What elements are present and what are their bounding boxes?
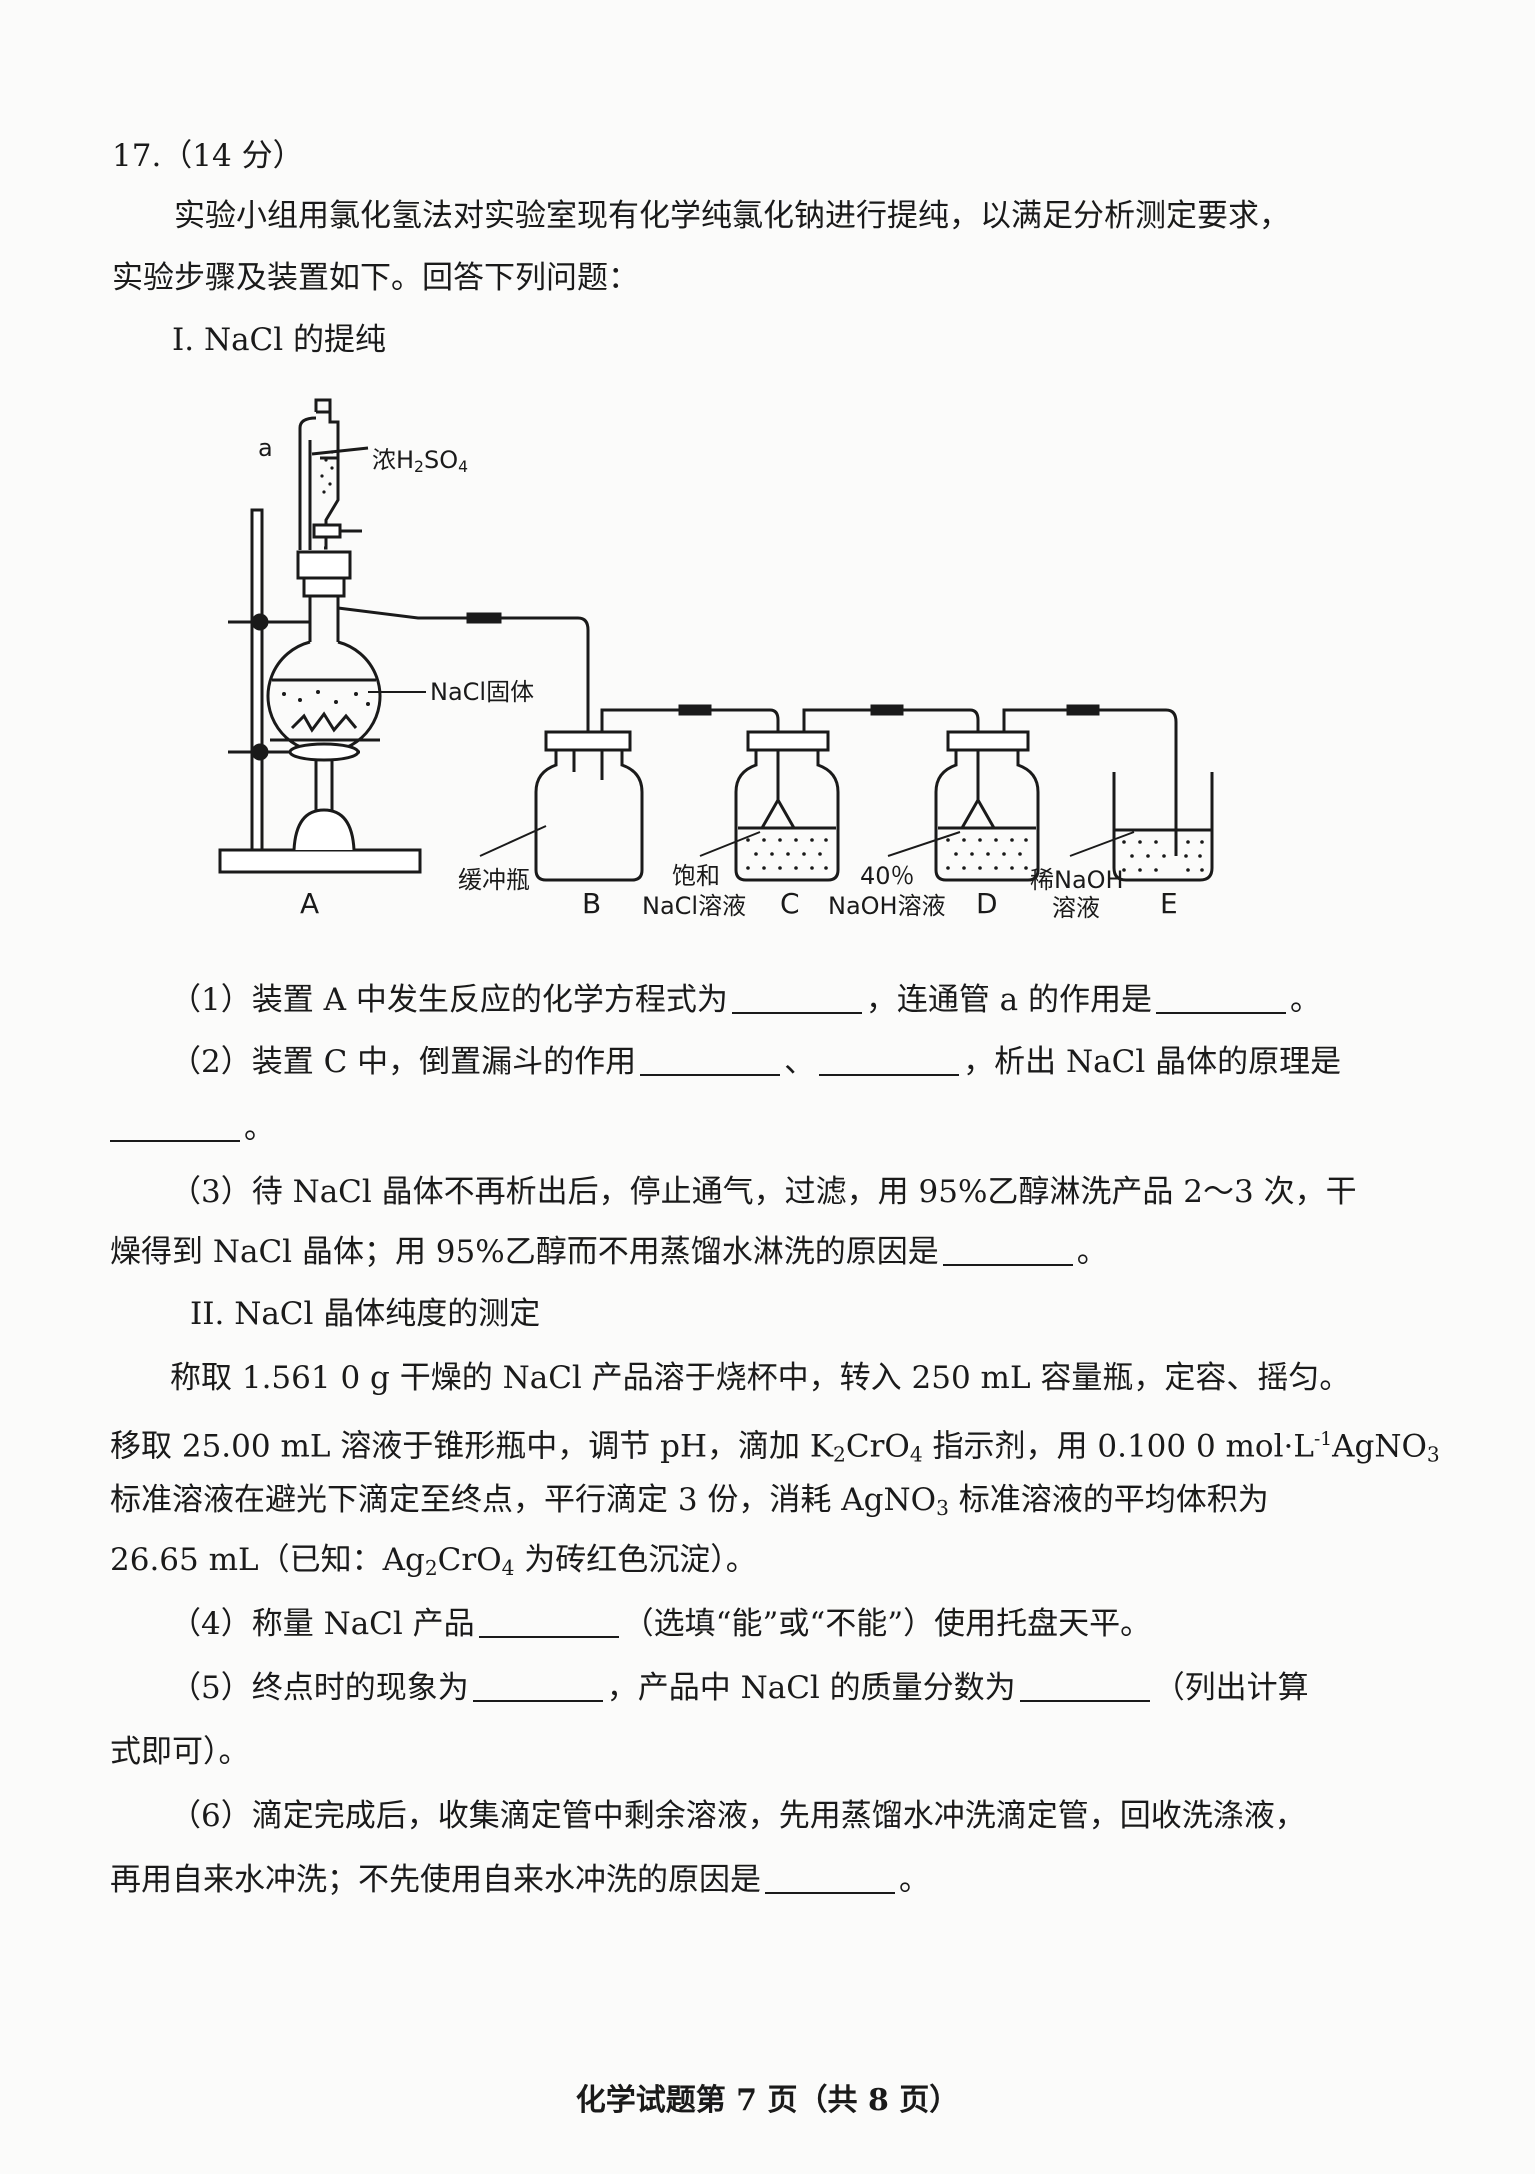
- q3-line2: 燥得到 NaCl 晶体；用 95%乙醇而不用蒸馏水淋洗的原因是。: [110, 1234, 1108, 1270]
- part2-p2: 移取 25.00 mL 溶液于锥形瓶中，调节 pH，滴加 K2CrO4 指示剂，…: [110, 1428, 1440, 1467]
- q4: （4）称量 NaCl 产品（选填“能”或“不能”）使用托盘天平。: [170, 1606, 1152, 1642]
- q1: （1）装置 A 中发生反应的化学方程式为，连通管 a 的作用是。: [170, 982, 1322, 1018]
- part2-title: II. NaCl 晶体纯度的测定: [190, 1296, 541, 1332]
- liquid-c: [746, 838, 828, 870]
- funnel-body: [316, 410, 340, 550]
- letter-a: A: [300, 887, 320, 920]
- question-number: 17.（14 分）: [112, 138, 304, 174]
- answer-blank-6[interactable]: [765, 1862, 895, 1894]
- q3-line1: （3）待 NaCl 晶体不再析出后，停止通气，过滤，用 95%乙醇淋洗产品 2～…: [170, 1174, 1357, 1210]
- label-nacl-solid: NaCl固体: [430, 678, 535, 706]
- letter-d: D: [976, 887, 998, 920]
- label-a: a: [258, 434, 273, 462]
- part2-p1: 称取 1.561 0 g 干燥的 NaCl 产品溶于烧杯中，转入 250 mL …: [170, 1360, 1351, 1396]
- q5-line2: 式即可）。: [110, 1734, 250, 1770]
- q6-line1: （6）滴定完成后，收集滴定管中剩余溶液，先用蒸馏水冲洗滴定管，回收洗涤液，: [170, 1798, 1306, 1834]
- label-saturated-1: 饱和: [672, 862, 720, 890]
- label-saturated-2: NaCl溶液: [642, 892, 747, 920]
- letter-e: E: [1160, 887, 1178, 920]
- answer-blank-2b[interactable]: [819, 1044, 960, 1076]
- liquid-e: [1122, 840, 1204, 872]
- apparatus-diagram: [218, 398, 1214, 882]
- label-dilute-naoh-1: 稀NaOH: [1030, 866, 1124, 894]
- answer-blank-3[interactable]: [942, 1234, 1073, 1266]
- intro-line-2: 实验步骤及装置如下。回答下列问题：: [112, 260, 639, 296]
- q6-line2: 再用自来水冲洗；不先使用自来水冲洗的原因是。: [110, 1862, 930, 1898]
- answer-blank-1a[interactable]: [731, 982, 862, 1014]
- answer-blank-2a[interactable]: [640, 1044, 781, 1076]
- q5: （5）终点时的现象为，产品中 NaCl 的质量分数为（列出计算: [170, 1670, 1309, 1706]
- liquid-d: [946, 838, 1028, 870]
- answer-blank-5a[interactable]: [472, 1670, 603, 1702]
- label-dilute-naoh-2: 溶液: [1052, 894, 1100, 922]
- part2-p3: 标准溶液在避光下滴定至终点，平行滴定 3 份，消耗 AgNO3 标准溶液的平均体…: [110, 1482, 1269, 1521]
- label-naoh40-2: NaOH溶液: [828, 892, 946, 920]
- answer-blank-4[interactable]: [478, 1606, 619, 1638]
- label-h2so4: 浓H2SO4: [372, 446, 469, 476]
- intro-line-1: 实验小组用氯化氢法对实验室现有化学纯氯化钠进行提纯，以满足分析测定要求，: [174, 198, 1290, 234]
- label-buffer-bottle: 缓冲瓶: [458, 866, 530, 894]
- page-footer: 化学试题第 7 页（共 8 页）: [575, 2083, 960, 2118]
- part1-title: I. NaCl 的提纯: [172, 322, 387, 358]
- stand-base: [218, 848, 422, 874]
- answer-blank-2c[interactable]: [110, 1110, 240, 1142]
- q2: （2）装置 C 中，倒置漏斗的作用、，析出 NaCl 晶体的原理是: [170, 1044, 1342, 1080]
- stand-rod: [250, 508, 264, 852]
- letter-c: C: [780, 887, 800, 920]
- part2-p4: 26.65 mL（已知：Ag2CrO4 为砖红色沉淀）。: [110, 1542, 757, 1581]
- letter-b: B: [582, 887, 602, 920]
- q2-line2: 。: [110, 1108, 275, 1148]
- answer-blank-5b[interactable]: [1019, 1670, 1150, 1702]
- label-naoh40-1: 40％: [860, 862, 915, 890]
- answer-blank-1b[interactable]: [1156, 982, 1287, 1014]
